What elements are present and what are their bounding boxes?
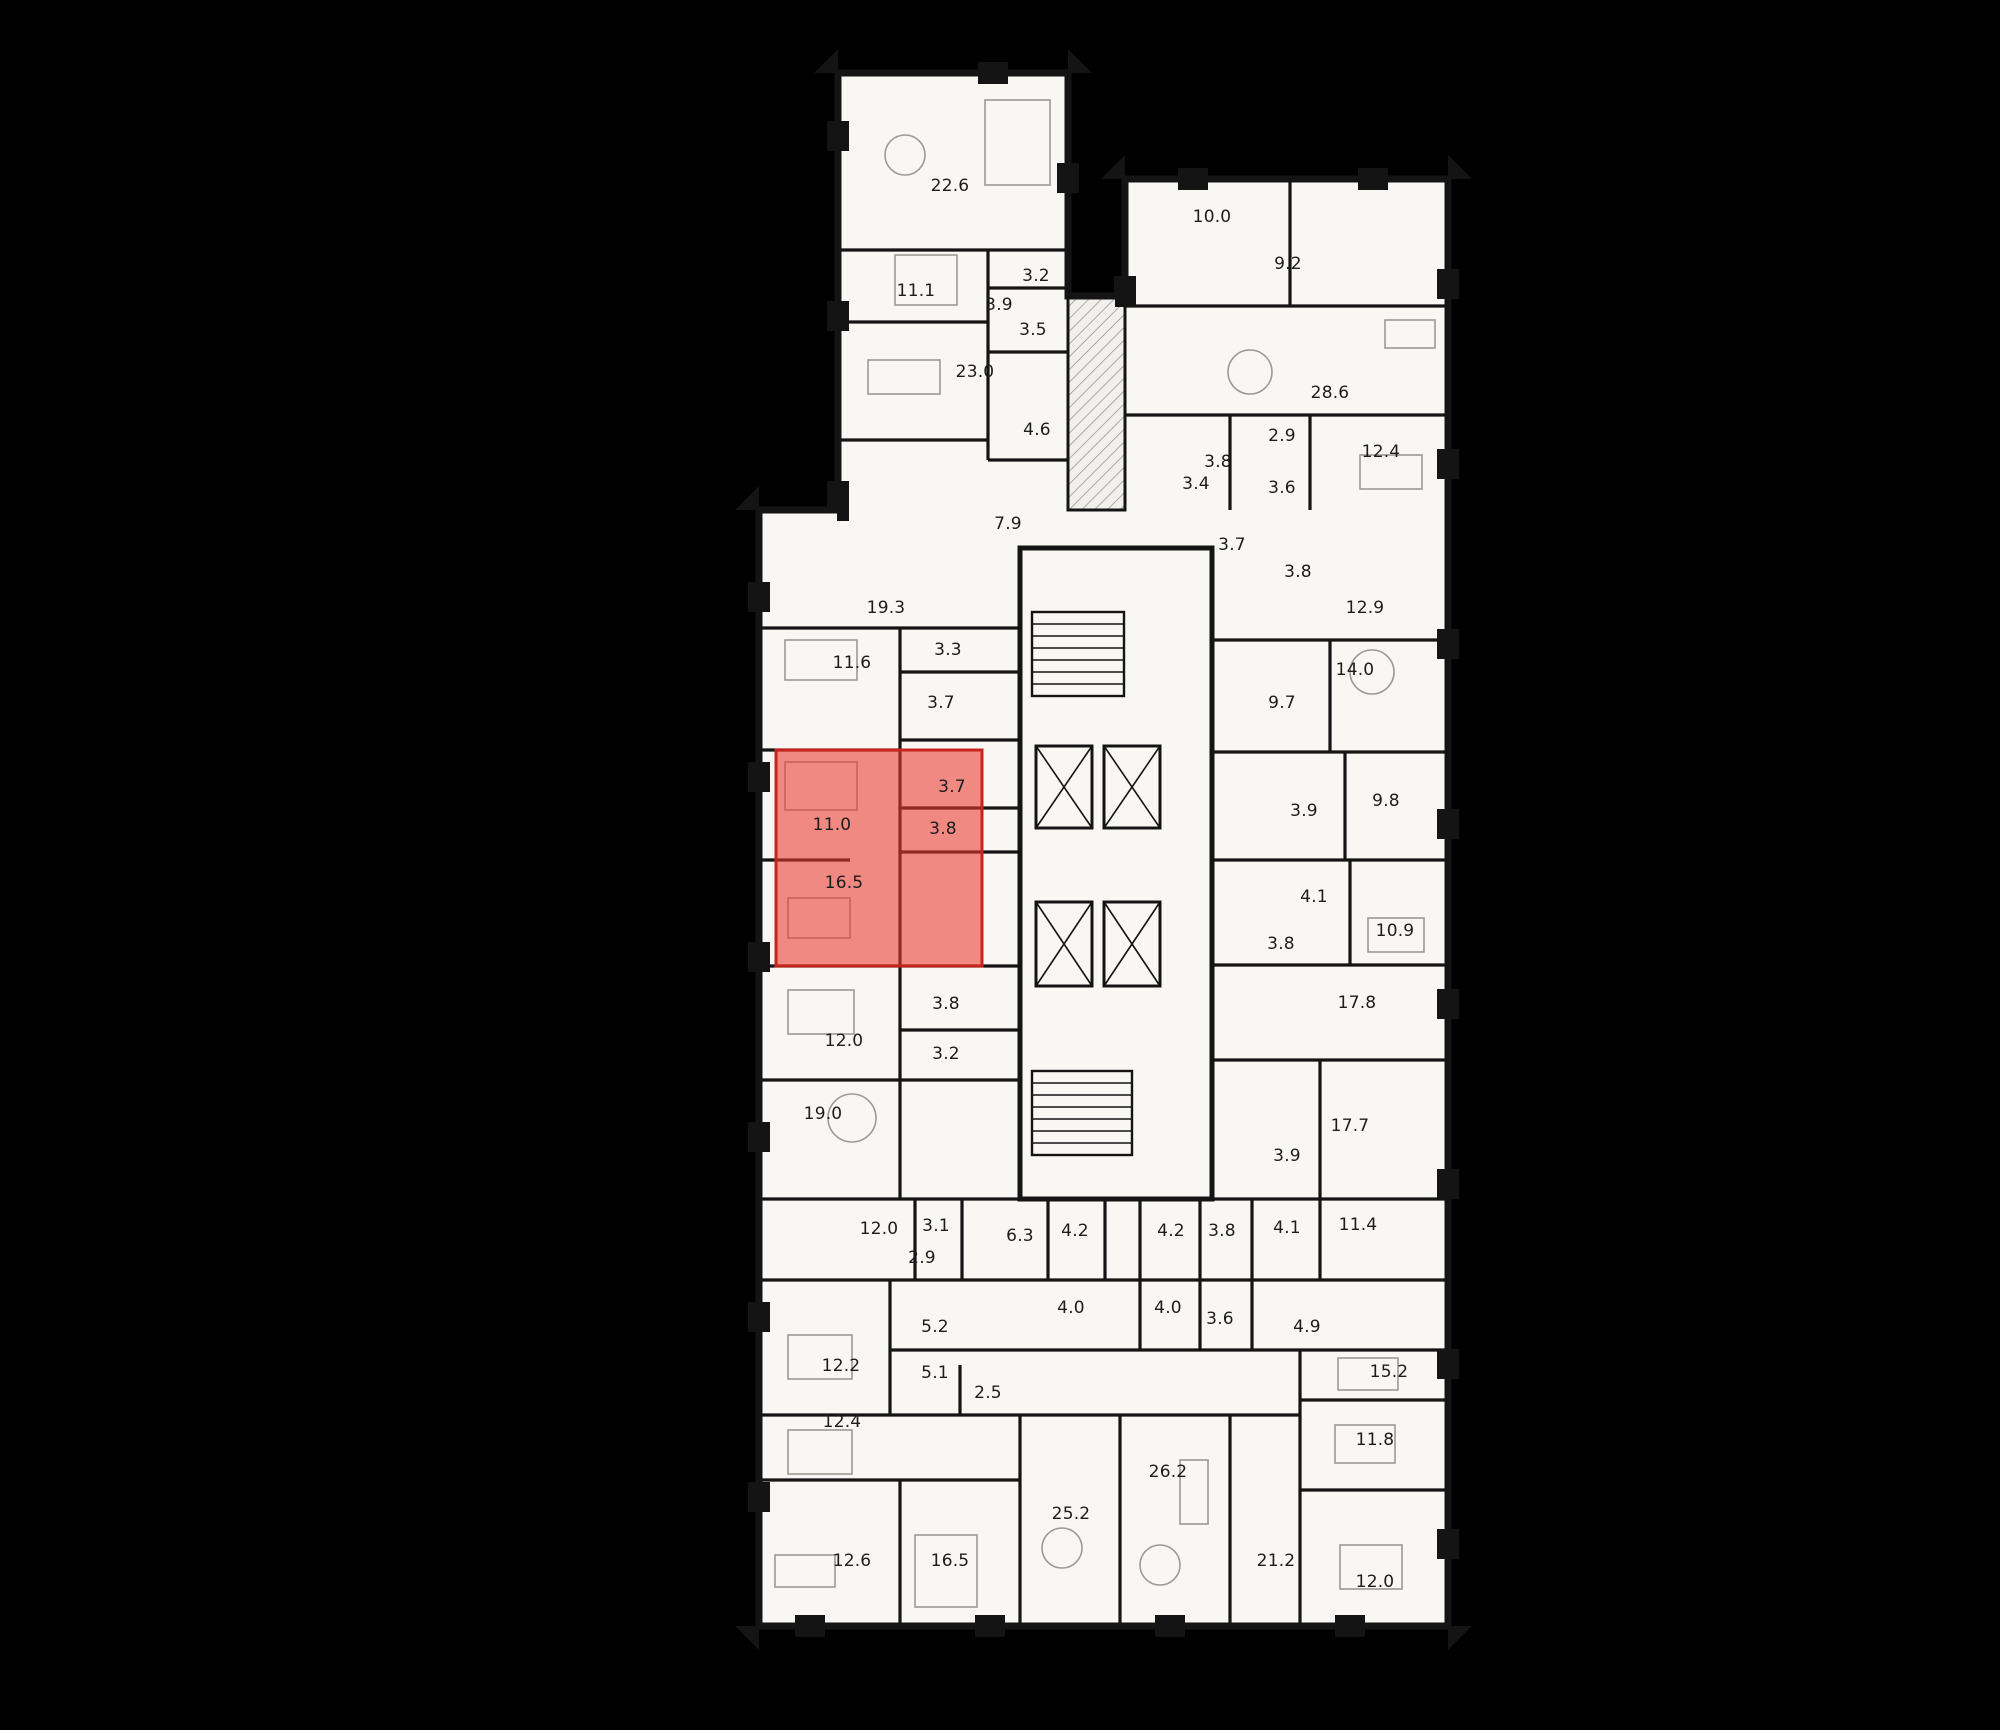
- highlighted-room-area-label: 16.5: [825, 873, 864, 893]
- room-area-label: 12.4: [1362, 442, 1401, 462]
- staircase-upper: [1030, 610, 1126, 698]
- room-area-label: 3.7: [927, 693, 955, 713]
- room-area-label: 17.7: [1331, 1116, 1370, 1136]
- room-area-label: 28.6: [1311, 383, 1350, 403]
- room-area-label: 3.8: [1204, 452, 1232, 472]
- room-area-label: 3.9: [1290, 801, 1318, 821]
- room-area-label: 4.9: [1293, 1317, 1321, 1337]
- room-area-label: 4.1: [1273, 1218, 1301, 1238]
- room-area-label: 3.6: [1206, 1309, 1234, 1329]
- room-area-label: 3.8: [1267, 934, 1295, 954]
- highlighted-room-area-label: 3.8: [929, 819, 957, 839]
- corner-ornaments: [735, 49, 1472, 1650]
- room-area-label: 11.1: [897, 281, 936, 301]
- room-area-label: 3.9: [1273, 1146, 1301, 1166]
- room-area-label: 26.2: [1149, 1462, 1188, 1482]
- room-area-label: 6.3: [1006, 1226, 1034, 1246]
- room-area-label: 9.2: [1274, 254, 1302, 274]
- room-area-label: 7.9: [994, 514, 1022, 534]
- room-area-label: 17.8: [1338, 993, 1377, 1013]
- room-area-label: 25.2: [1052, 1504, 1091, 1524]
- room-area-label: 3.8: [1208, 1221, 1236, 1241]
- room-area-label: 2.5: [974, 1383, 1002, 1403]
- room-area-label: 11.4: [1339, 1215, 1378, 1235]
- room-area-label: 12.0: [1356, 1572, 1395, 1592]
- elevator-shafts: [1034, 744, 1162, 988]
- room-area-label: 2.9: [908, 1248, 936, 1268]
- room-area-label: 12.6: [833, 1551, 872, 1571]
- room-area-label: 4.0: [1154, 1298, 1182, 1318]
- room-area-label: 11.8: [1356, 1430, 1395, 1450]
- room-area-label: 3.1: [922, 1216, 950, 1236]
- highlighted-apartment-overlay[interactable]: [774, 748, 984, 968]
- room-area-label: 19.3: [867, 598, 906, 618]
- room-area-label: 3.8: [1284, 562, 1312, 582]
- room-area-label: 3.2: [932, 1044, 960, 1064]
- room-area-label: 19.0: [804, 1104, 843, 1124]
- room-area-label: 16.5: [931, 1551, 970, 1571]
- room-area-label: 15.2: [1370, 1362, 1409, 1382]
- room-area-label: 9.8: [1372, 791, 1400, 811]
- highlighted-room-area-label: 3.7: [938, 777, 966, 797]
- room-area-label: 12.9: [1346, 598, 1385, 618]
- room-area-label: 4.2: [1157, 1221, 1185, 1241]
- room-area-label: 3.7: [1218, 535, 1246, 555]
- highlighted-room-area-label: 11.0: [813, 815, 852, 835]
- room-area-label: 11.6: [833, 653, 872, 673]
- room-area-label: 5.1: [921, 1363, 949, 1383]
- room-area-label: 10.9: [1376, 921, 1415, 941]
- building-core: [1017, 545, 1215, 1202]
- core-outline: [1017, 545, 1215, 1202]
- interior-walls-right-wing: [1212, 638, 1448, 1199]
- room-area-label: 3.5: [1019, 320, 1047, 340]
- room-area-label: 12.0: [860, 1219, 899, 1239]
- room-area-label: 21.2: [1257, 1551, 1296, 1571]
- room-area-label: 23.0: [956, 362, 995, 382]
- interior-walls-towers: [838, 179, 1448, 510]
- room-area-label: 9.7: [1268, 693, 1296, 713]
- room-area-label: 3.9: [985, 295, 1013, 315]
- building-silhouette: [759, 73, 1448, 1626]
- room-area-label: 3.2: [1022, 266, 1050, 286]
- room-area-label: 4.0: [1057, 1298, 1085, 1318]
- room-area-label: 5.2: [921, 1317, 949, 1337]
- room-area-label: 12.4: [823, 1412, 862, 1432]
- room-area-labels: 22.6 11.1 3.2 3.9 3.5 23.0 4.6 7.9 10.0 9.2 28.6 2.…: [804, 176, 1415, 1592]
- room-area-label: 10.0: [1193, 207, 1232, 227]
- room-area-label: 4.2: [1061, 1221, 1089, 1241]
- room-area-label: 12.0: [825, 1031, 864, 1051]
- room-area-label: 3.8: [932, 994, 960, 1014]
- room-area-label: 4.6: [1023, 420, 1051, 440]
- room-area-label: 22.6: [931, 176, 970, 196]
- room-area-label: 12.2: [822, 1356, 861, 1376]
- room-area-label: 3.4: [1182, 474, 1210, 494]
- room-area-label: 3.3: [934, 640, 962, 660]
- staircase-lower: [1030, 1069, 1134, 1157]
- room-area-label: 4.1: [1300, 887, 1328, 907]
- room-area-label: 3.6: [1268, 478, 1296, 498]
- balcony-hatch-area: [1066, 294, 1127, 512]
- room-area-label: 14.0: [1336, 660, 1375, 680]
- room-area-label: 2.9: [1268, 426, 1296, 446]
